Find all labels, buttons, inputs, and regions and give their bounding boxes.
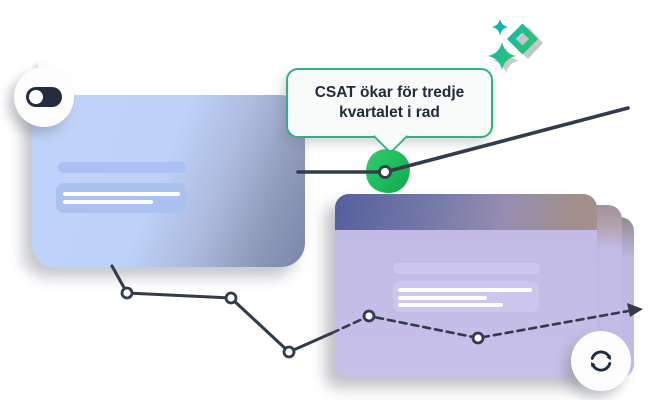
blue-skeleton-card: [32, 95, 305, 267]
data-point-marker: [224, 291, 238, 305]
highlighted-datapoint-blob: [363, 146, 413, 196]
lower-sparkle: [488, 42, 516, 70]
skeleton-line: [398, 296, 487, 300]
trend-line-trend_bottom_solid: [110, 264, 334, 354]
skeleton-line: [63, 192, 180, 196]
skeleton-box: [56, 183, 186, 213]
sparkle-diamonds-icon: [488, 19, 543, 73]
data-point-marker: [120, 286, 134, 300]
skeleton-pill: [393, 263, 540, 274]
toggle-knob: [29, 90, 43, 104]
purple-skeleton-card: [335, 194, 597, 378]
diamond-outline-sparkle: [507, 23, 538, 55]
skeleton-pill: [58, 162, 186, 173]
skeleton-line: [398, 288, 532, 292]
tooltip-pointer: [372, 118, 408, 155]
tooltip-text: CSAT ökar för tredje kvartalet i rad: [314, 83, 465, 121]
toggle-button[interactable]: [14, 67, 74, 127]
skeleton-line: [63, 200, 153, 204]
refresh-arrows-icon: [590, 350, 612, 372]
card-header-band: [335, 194, 597, 230]
data-point-marker: [282, 345, 296, 359]
refresh-button[interactable]: [571, 331, 631, 391]
small-sparkle: [492, 19, 508, 35]
skeleton-line: [398, 303, 503, 307]
skeleton-box: [393, 281, 539, 312]
toggle-switch-icon: [26, 87, 62, 107]
csat-tooltip: CSAT ökar för tredje kvartalet i rad: [286, 68, 493, 155]
